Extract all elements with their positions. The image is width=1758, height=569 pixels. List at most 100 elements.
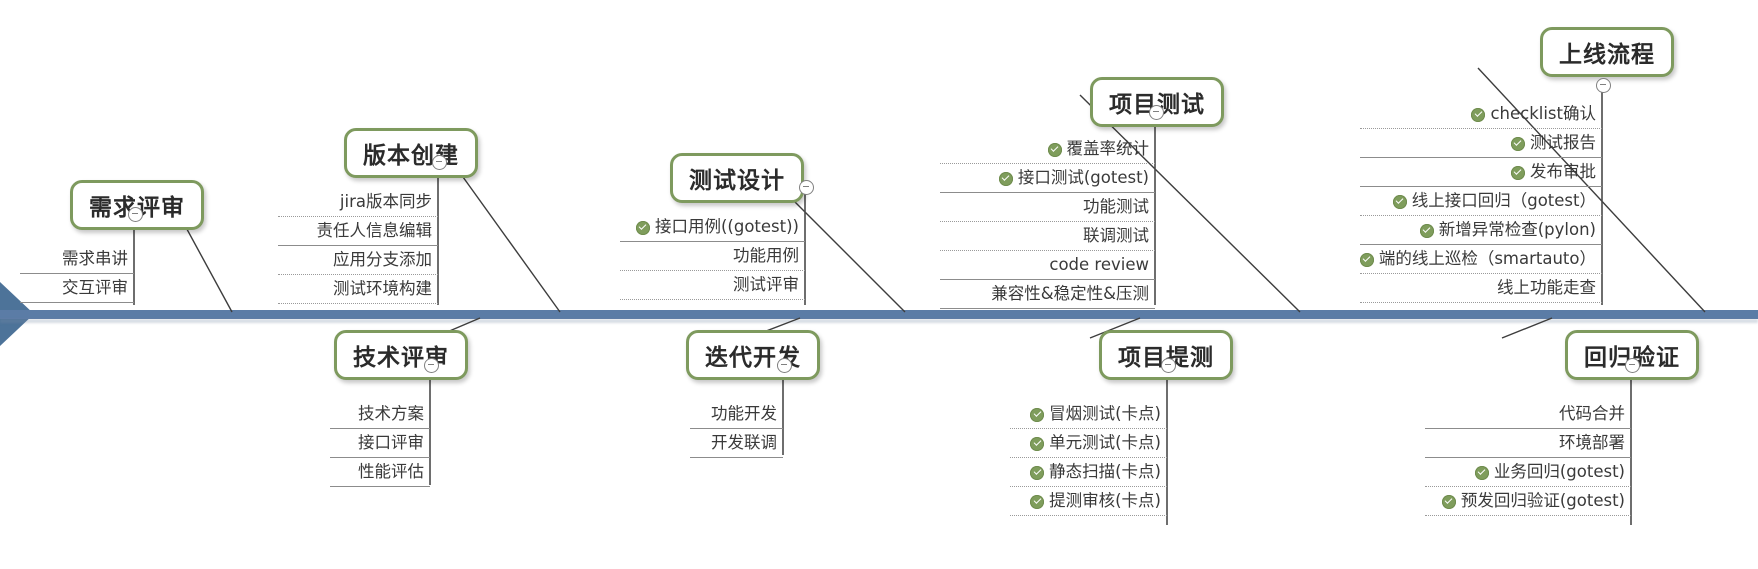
item-label: 测试报告	[1530, 133, 1596, 153]
sublist-project-submit-test: 冒烟测试(卡点) 单元测试(卡点) 静态扫描(卡点) 提测审核(卡点)	[1010, 400, 1167, 516]
item-label: 代码合并	[1559, 404, 1625, 424]
node-label: 测试设计	[689, 168, 785, 194]
list-item[interactable]: 责任人信息编辑	[278, 217, 438, 246]
sublist-iteration-dev: 功能开发 开发联调	[690, 400, 783, 458]
list-item[interactable]: 开发联调	[690, 429, 783, 458]
list-item[interactable]: 静态扫描(卡点)	[1010, 458, 1167, 487]
list-item[interactable]: 测试报告	[1360, 129, 1602, 158]
list-item[interactable]: 预发回归验证(gotest)	[1425, 487, 1631, 516]
check-icon	[1474, 465, 1489, 480]
collapse-handle-project-submit-test[interactable]	[1161, 358, 1176, 373]
item-label: 线上接口回归（gotest）	[1411, 191, 1596, 211]
check-icon	[1471, 107, 1486, 122]
list-item[interactable]: 提测审核(卡点)	[1010, 487, 1167, 516]
list-item[interactable]: 交互评审	[20, 274, 134, 303]
sublist-version-create: jira版本同步 责任人信息编辑 应用分支添加 测试环境构建	[278, 188, 438, 304]
list-item[interactable]: 接口用例((gotest))	[620, 213, 805, 242]
list-item[interactable]: 功能用例	[620, 242, 805, 271]
list-item[interactable]: 兼容性&稳定性&压测	[940, 280, 1155, 309]
list-item[interactable]: checklist确认	[1360, 100, 1602, 129]
list-item[interactable]: 需求串讲	[20, 245, 134, 274]
check-icon	[1441, 494, 1456, 509]
item-label: 发布审批	[1530, 162, 1596, 182]
list-item[interactable]: 业务回归(gotest)	[1425, 458, 1631, 487]
node-tech-review[interactable]: 技术评审	[334, 330, 468, 380]
item-label: 端的线上巡检（smartauto）	[1378, 249, 1596, 269]
list-item[interactable]: 测试评审	[620, 271, 805, 300]
fishbone-spine	[0, 310, 1758, 319]
node-version-create[interactable]: 版本创建	[344, 128, 478, 178]
sublist-project-test: 覆盖率统计 接口测试(gotest) 功能测试 联调测试 code review…	[940, 135, 1155, 309]
node-iteration-dev[interactable]: 迭代开发	[686, 330, 820, 380]
collapse-handle-iteration-dev[interactable]	[777, 358, 792, 373]
check-icon	[1030, 465, 1045, 480]
check-icon	[998, 171, 1013, 186]
check-icon	[1047, 142, 1062, 157]
item-label: 需求串讲	[62, 249, 128, 269]
collapse-handle-project-test[interactable]	[1149, 105, 1164, 120]
item-label: 环境部署	[1559, 433, 1625, 453]
list-item[interactable]: 测试环境构建	[278, 275, 438, 304]
list-item[interactable]: 新增异常检查(pylon)	[1360, 216, 1602, 245]
collapse-handle-version-create[interactable]	[432, 155, 447, 170]
item-label: 接口测试(gotest)	[1017, 168, 1149, 188]
check-icon	[1030, 436, 1045, 451]
list-item[interactable]: 端的线上巡检（smartauto）	[1359, 245, 1602, 274]
item-label: 提测审核(卡点)	[1049, 491, 1161, 511]
item-label: 兼容性&稳定性&压测	[991, 284, 1149, 304]
node-release-process[interactable]: 上线流程	[1540, 27, 1674, 77]
collapse-handle-requirement-review[interactable]	[128, 207, 143, 222]
collapse-handle-regression-verify[interactable]	[1625, 358, 1640, 373]
fishbone-spine-shadow	[0, 319, 1758, 323]
item-label: checklist确认	[1490, 104, 1596, 124]
item-label: 责任人信息编辑	[316, 221, 433, 241]
node-test-design[interactable]: 测试设计	[670, 153, 804, 203]
item-label: 交互评审	[62, 278, 128, 298]
list-item[interactable]: 冒烟测试(卡点)	[1010, 400, 1167, 429]
item-label: 预发回归验证(gotest)	[1460, 491, 1625, 511]
list-item[interactable]: jira版本同步	[278, 188, 438, 217]
list-item[interactable]: 功能开发	[690, 400, 783, 429]
list-item[interactable]: 功能测试	[940, 193, 1155, 222]
item-label: 性能评估	[358, 462, 424, 482]
check-icon	[1030, 494, 1045, 509]
check-icon	[1511, 136, 1525, 151]
item-label: 线上功能走查	[1497, 278, 1596, 298]
check-icon	[635, 220, 650, 235]
item-label: 业务回归(gotest)	[1493, 462, 1625, 482]
list-item[interactable]: 代码合并	[1425, 400, 1631, 429]
collapse-handle-test-design[interactable]	[799, 180, 814, 195]
list-item[interactable]: 线上接口回归（gotest）	[1360, 187, 1602, 216]
collapse-handle-tech-review[interactable]	[424, 358, 439, 373]
list-item[interactable]: 接口评审	[330, 429, 430, 458]
item-label: 覆盖率统计	[1066, 139, 1150, 159]
item-label: 单元测试(卡点)	[1049, 433, 1161, 453]
item-label: 测试环境构建	[333, 279, 432, 299]
item-label: jira版本同步	[339, 192, 432, 212]
check-icon	[1030, 407, 1045, 422]
list-item[interactable]: 覆盖率统计	[940, 135, 1155, 164]
list-item[interactable]: 接口测试(gotest)	[940, 164, 1155, 193]
list-item[interactable]: 发布审批	[1360, 158, 1602, 187]
list-item[interactable]: 单元测试(卡点)	[1010, 429, 1167, 458]
list-item[interactable]: 环境部署	[1425, 429, 1631, 458]
sublist-regression-verify: 代码合并 环境部署 业务回归(gotest) 预发回归验证(gotest)	[1425, 400, 1631, 516]
item-label: 应用分支添加	[333, 250, 432, 270]
check-icon	[1419, 223, 1434, 238]
list-item[interactable]: 技术方案	[330, 400, 430, 429]
list-item[interactable]: code review	[940, 251, 1155, 280]
sublist-test-design: 接口用例((gotest)) 功能用例 测试评审	[620, 213, 805, 300]
node-label: 上线流程	[1559, 42, 1655, 68]
item-label: 功能用例	[733, 246, 799, 266]
sublist-tech-review: 技术方案 接口评审 性能评估	[330, 400, 430, 487]
node-requirement-review[interactable]: 需求评审	[70, 180, 204, 230]
sublist-requirement-review: 需求串讲 交互评审	[20, 245, 134, 303]
collapse-handle-release-process[interactable]	[1596, 78, 1611, 93]
list-item[interactable]: 应用分支添加	[278, 246, 438, 275]
list-item[interactable]: 线上功能走查	[1360, 274, 1602, 303]
item-label: code review	[1049, 255, 1149, 275]
list-item[interactable]: 性能评估	[330, 458, 430, 487]
check-icon	[1392, 194, 1407, 209]
list-item[interactable]: 联调测试	[940, 222, 1155, 251]
